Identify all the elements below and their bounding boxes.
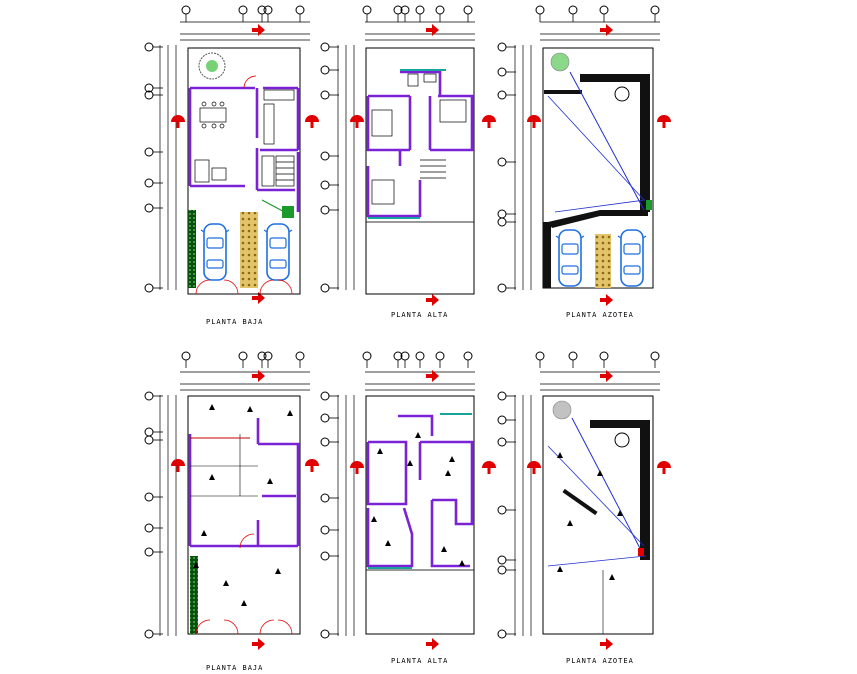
plan-planta-alta-top	[320, 5, 496, 306]
caption-planta-baja-top: PLANTA BAJA	[206, 318, 264, 326]
plan-planta-azotea-bottom	[497, 351, 671, 650]
plan-planta-baja-top	[144, 5, 319, 304]
plan-planta-azotea-top	[497, 5, 671, 306]
plan-planta-alta-bottom	[320, 351, 496, 650]
caption-planta-baja-bottom: PLANTA BAJA	[206, 664, 264, 672]
plan-planta-baja-bottom	[144, 351, 319, 650]
caption-planta-alta-bottom: PLANTA ALTA	[391, 657, 449, 665]
caption-planta-alta-top: PLANTA ALTA	[391, 311, 449, 319]
caption-planta-azotea-top: PLANTA AZOTEA	[566, 311, 634, 319]
caption-planta-azotea-bottom: PLANTA AZOTEA	[566, 657, 634, 665]
